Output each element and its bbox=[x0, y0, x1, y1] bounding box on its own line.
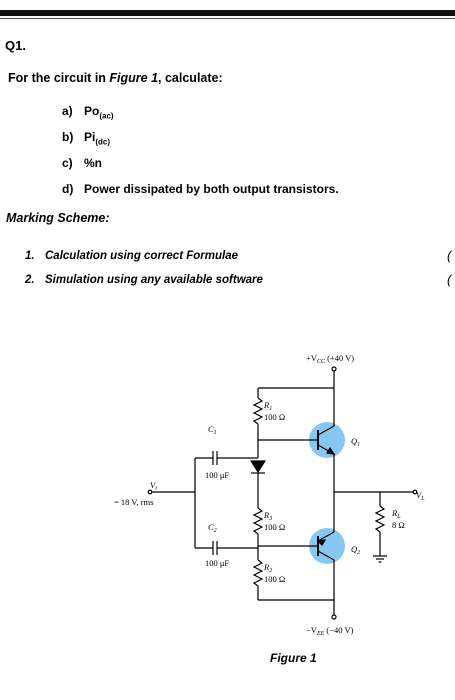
c2-value: 100 μF bbox=[205, 558, 229, 568]
scheme-item: 1. Calculation using correct Formulae bbox=[25, 250, 263, 274]
c1-label: C1 bbox=[208, 424, 217, 436]
scheme-num: 2. bbox=[25, 274, 35, 286]
scheme-text: Calculation using correct Formulae bbox=[45, 250, 238, 262]
part-label: b) bbox=[62, 130, 74, 144]
question-number: Q1. bbox=[5, 38, 26, 53]
part-label: d) bbox=[62, 182, 74, 196]
rl-resistor bbox=[374, 505, 386, 533]
part-text: Pi bbox=[84, 130, 96, 144]
part-label: c) bbox=[62, 156, 73, 170]
part-text: Power dissipated by both output transist… bbox=[84, 182, 339, 196]
r2-label: R2 bbox=[263, 562, 272, 574]
scheme-item: 2. Simulation using any available softwar… bbox=[25, 274, 263, 298]
scheme-mark-2: ( bbox=[447, 272, 452, 287]
part-text: Po bbox=[84, 104, 100, 118]
vee-label: −VEE (−40 V) bbox=[306, 625, 354, 637]
intro-prefix: For the circuit in bbox=[8, 71, 110, 85]
vi-value: = 18 V, rms bbox=[114, 497, 153, 507]
part-b: b) Pi(dc) bbox=[62, 130, 339, 156]
scheme-text: Simulation using any available software bbox=[45, 274, 263, 286]
vee-terminal bbox=[331, 614, 337, 620]
vl-label: VL bbox=[416, 490, 425, 502]
vcc-label: +VCC (+40 V) bbox=[306, 353, 354, 365]
input-terminal bbox=[147, 489, 153, 495]
r2-resistor bbox=[252, 559, 264, 587]
part-sub: (dc) bbox=[95, 137, 111, 147]
vcc-terminal bbox=[331, 366, 337, 372]
q1-collector bbox=[317, 425, 335, 436]
r3-resistor bbox=[252, 507, 264, 535]
intro-suffix: , calculate: bbox=[158, 71, 223, 85]
c1-value: 100 μF bbox=[205, 470, 229, 480]
question-intro: For the circuit in Figure 1, calculate: bbox=[8, 71, 223, 85]
r3-value: 100 Ω bbox=[264, 522, 285, 532]
part-label: a) bbox=[62, 104, 73, 118]
q1-label: Q1 bbox=[351, 436, 360, 448]
part-d: d) Power dissipated by both output transi… bbox=[62, 182, 339, 208]
top-border bbox=[0, 10, 455, 16]
part-a: a) Po(ac) bbox=[62, 104, 339, 130]
r1-value: 100 Ω bbox=[264, 412, 285, 422]
marking-scheme-title: Marking Scheme: bbox=[6, 211, 110, 225]
part-text: %n bbox=[84, 156, 102, 170]
q2-emitter bbox=[317, 531, 335, 542]
c2-label: C2 bbox=[208, 522, 217, 534]
part-sub: (ac) bbox=[99, 111, 114, 121]
rl-value: 8 Ω bbox=[392, 520, 405, 530]
scheme-mark-1: ( bbox=[447, 248, 452, 263]
r3-label: R3 bbox=[263, 510, 272, 522]
q2-emitter-arrow bbox=[316, 539, 327, 546]
part-c: c) %n bbox=[62, 156, 339, 182]
r2-value: 100 Ω bbox=[264, 574, 285, 584]
top-border-thin bbox=[0, 18, 455, 19]
r1-label: R1 bbox=[263, 400, 272, 412]
q2-label: Q2 bbox=[351, 544, 360, 556]
output-terminal bbox=[412, 489, 418, 495]
q1-emitter-arrow bbox=[326, 446, 336, 455]
rl-label: RL bbox=[391, 508, 401, 520]
r1-resistor bbox=[252, 397, 264, 425]
marking-scheme-list: 1. Calculation using correct Formulae 2. S… bbox=[25, 250, 263, 298]
vi-label: Vi bbox=[150, 480, 157, 492]
diode bbox=[249, 460, 267, 474]
figure-caption: Figure 1 bbox=[270, 651, 317, 665]
q2-collector bbox=[317, 550, 335, 561]
question-parts: a) Po(ac) b) Pi(dc) c) %n d) Power dissipate… bbox=[62, 104, 339, 208]
intro-figure-ref: Figure 1 bbox=[109, 71, 159, 85]
scheme-num: 1. bbox=[25, 250, 35, 262]
